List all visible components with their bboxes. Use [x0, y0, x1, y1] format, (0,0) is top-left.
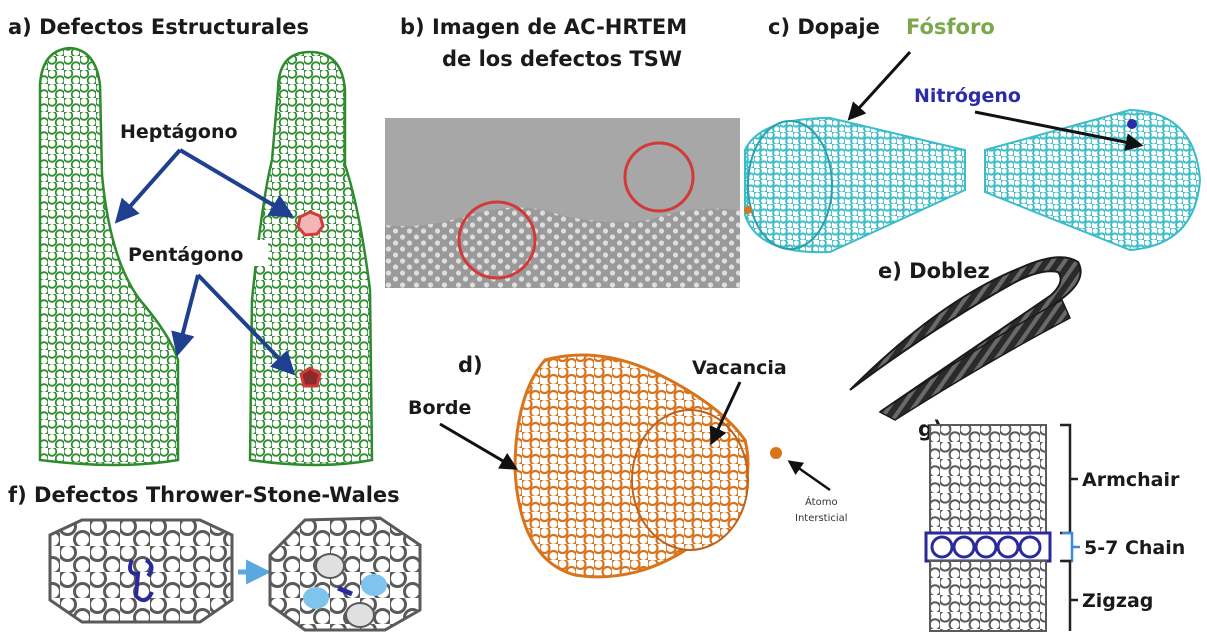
- panel-d-title: d): [458, 353, 483, 377]
- armchair-bracket: [1060, 423, 1078, 535]
- bond-rotation-marker: [128, 558, 154, 603]
- heptagon-defect-marker: [296, 210, 325, 237]
- pentagon-arrow-right: [196, 273, 296, 376]
- interstitial-atom: [770, 447, 782, 459]
- interstitial-arrow: [787, 460, 831, 492]
- panel-b-title-line1: b) Imagen de AC-HRTEM: [400, 15, 687, 39]
- hrtem-amorphous-region: [385, 118, 740, 227]
- stone-wales-lattice: [268, 516, 422, 632]
- chain-label: 5-7 Chain: [1084, 537, 1185, 559]
- sw-pentagon-highlight-right: [361, 574, 387, 596]
- sw-heptagon-highlight-bottom: [345, 602, 375, 628]
- bent-nanotube-lower-arm: [878, 298, 1071, 421]
- interstitial-label-line1: Átomo: [805, 495, 838, 508]
- pentagon-arrow-left: [171, 274, 200, 357]
- chain-rings: [930, 535, 1042, 559]
- heptagon-arrow-right: [178, 148, 295, 218]
- heptagon-arrow-left: [114, 148, 182, 224]
- sw-heptagon-highlight-top: [315, 553, 345, 579]
- panel-f-title: f) Defectos Thrower-Stone-Wales: [8, 483, 400, 507]
- doped-nanotube-left-mouth: [747, 120, 833, 250]
- interstitial-label-line2: Intersticial: [795, 513, 848, 524]
- vacancy-arrow: [709, 381, 742, 446]
- doped-nanotube-right: [984, 108, 1202, 252]
- pristine-graphene-lattice: [48, 518, 234, 624]
- phosphorus-atom: [744, 206, 752, 214]
- armchair-label: Armchair: [1082, 469, 1180, 491]
- edge-label: Borde: [408, 397, 471, 419]
- panel-c-title: c) Dopaje: [768, 15, 880, 39]
- panel-a-structural-defects: a) Defectos Estructurales Heptágono Pent…: [8, 15, 374, 467]
- zigzag-ribbon: [929, 560, 1047, 632]
- panel-e-title: e) Doblez: [878, 259, 990, 283]
- sw-pentagon-highlight-left: [303, 587, 329, 609]
- edge-arrow: [439, 422, 519, 470]
- pentagon-defect-marker: [299, 366, 322, 388]
- zigzag-label: Zigzag: [1082, 590, 1153, 612]
- phosphorus-arrow: [847, 50, 912, 121]
- rotated-bond: [337, 585, 353, 597]
- panel-e-bend: e) Doblez: [849, 256, 1082, 421]
- panel-f-stone-wales: f) Defectos Thrower-Stone-Wales: [8, 483, 422, 632]
- panel-a-right-nanotube: [248, 50, 374, 467]
- nitrogen-arrow: [974, 110, 1144, 152]
- pentagon-label: Pentágono: [128, 244, 243, 266]
- panel-g-edge-types: g) Armchair 5-7 Chain Zigzag: [918, 417, 1185, 632]
- zigzag-bracket: [1060, 559, 1078, 631]
- tsw-defect-circle-2: [623, 141, 695, 213]
- nanocone-opening: [631, 409, 749, 551]
- nitrogen-atom: [1127, 119, 1137, 129]
- heptagon-label: Heptágono: [120, 121, 238, 143]
- panel-c-doping: c) Dopaje Fósforo Nitrógeno: [744, 15, 1202, 254]
- tsw-defect-circle-1: [457, 200, 537, 280]
- panel-b-title-line2: de los defectos TSW: [442, 47, 682, 71]
- vacancy-label: Vacancia: [692, 357, 787, 379]
- panel-a-title: a) Defectos Estructurales: [8, 15, 309, 39]
- phosphorus-label: Fósforo: [906, 15, 995, 39]
- chain-bracket: [1062, 531, 1080, 563]
- armchair-ribbon: [929, 424, 1047, 534]
- panel-b-hrtem-image: b) Imagen de AC-HRTEM de los defectos TS…: [385, 15, 740, 288]
- nitrogen-label: Nitrógeno: [914, 85, 1021, 107]
- panel-a-left-nanotube: [38, 46, 180, 467]
- panel-d-vacancy-edge: d) Vacancia Borde Átomo Intersticial: [408, 353, 848, 579]
